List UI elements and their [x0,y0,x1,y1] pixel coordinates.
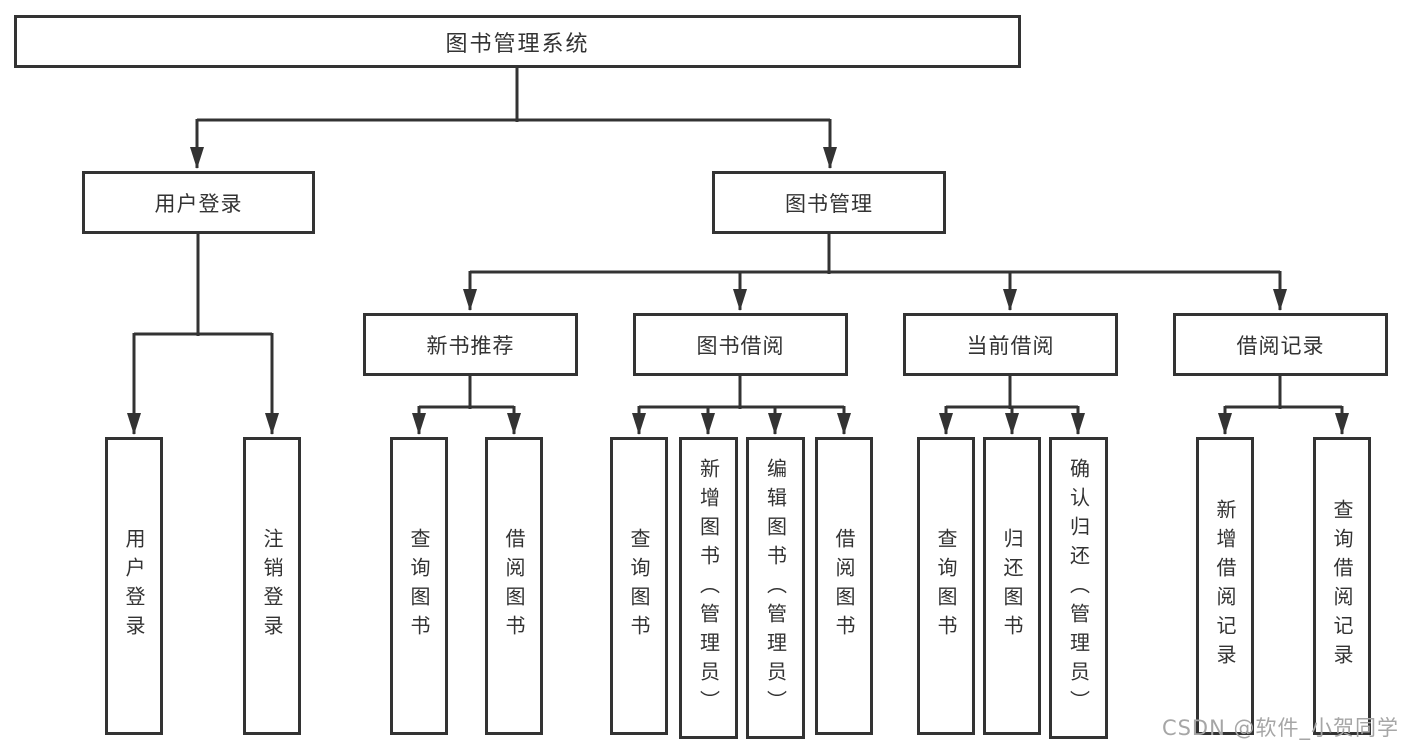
connector-root-to-level2 [190,68,837,169]
connector-book-borrowing-branch [632,375,851,435]
leaf-borrow-books-borrowing: 借阅图书 [815,437,873,735]
leaf-confirm-return-admin: 确认归还（管理员） [1049,437,1108,739]
node-borrowing-records: 借阅记录 [1173,313,1388,376]
leaf-borrow-books-recommend: 借阅图书 [485,437,543,735]
leaf-query-books-current: 查询图书 [917,437,975,735]
leaf-add-borrow-record: 新增借阅记录 [1196,437,1254,735]
leaf-logout: 注销登录 [243,437,301,735]
connector-current-borrowing-branch [939,375,1085,435]
node-root: 图书管理系统 [14,15,1021,68]
node-book-management: 图书管理 [712,171,946,234]
connector-book-management-branch [463,233,1287,311]
watermark-text: CSDN @软件_小贺同学 [1161,716,1399,740]
leaf-query-books-borrowing: 查询图书 [610,437,668,735]
node-user-login: 用户登录 [82,171,315,234]
connector-user-login-branch [127,233,279,435]
leaf-query-borrow-record: 查询借阅记录 [1313,437,1371,735]
leaf-edit-book-admin: 编辑图书（管理员） [746,437,805,739]
leaf-add-book-admin: 新增图书（管理员） [679,437,738,739]
node-current-borrowing: 当前借阅 [903,313,1118,376]
connector-new-book-recommend-branch [412,375,521,435]
leaf-return-books: 归还图书 [983,437,1041,735]
leaf-user-login: 用户登录 [105,437,163,735]
node-book-borrowing: 图书借阅 [633,313,848,376]
connector-borrowing-records-branch [1218,375,1349,435]
node-new-book-recommend: 新书推荐 [363,313,578,376]
leaf-query-books-recommend: 查询图书 [390,437,448,735]
